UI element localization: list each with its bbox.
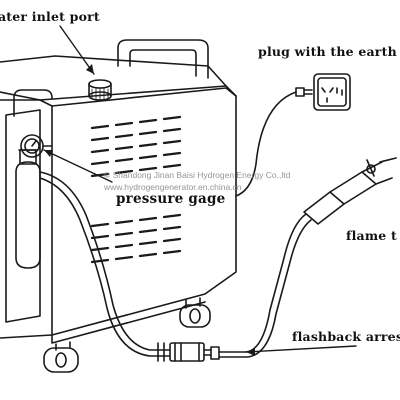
side-handle [13,89,53,117]
cabinet-side [51,87,237,336]
label-flame-torch: flame t [346,228,397,243]
callout-arrows [43,25,357,353]
wall-socket-drawing [313,73,351,111]
cabinet-top [0,55,227,101]
label-water-inlet-port: ater inlet port [0,9,100,24]
flame-torch-drawing [303,157,397,225]
bubbler-bottle [15,149,41,269]
water-inlet-cap [88,79,112,101]
caster-wheel-front [43,341,79,373]
top-handle [117,39,209,79]
gas-hose [39,171,171,351]
power-cable [235,91,297,197]
label-flashback-arrestor: flashback arresto [292,329,400,344]
cabinet-front [0,99,53,339]
arrow-heads [44,64,255,356]
flashback-arrestor-drawing [157,342,220,362]
watermark-company: © Shandong Jinan Baisi Hydrogen Energy C… [104,170,291,180]
pressure-gauge-drawing [20,134,53,158]
caster-wheel-rear [179,297,211,328]
vent-lower [90,213,182,264]
label-plug-with-earth-wire: plug with the earth w [258,44,400,59]
vent-upper [90,115,182,178]
label-pressure-gage: pressure gage [116,191,226,207]
watermark-url: www.hydrogengenerator.en.china.cn [104,182,242,192]
